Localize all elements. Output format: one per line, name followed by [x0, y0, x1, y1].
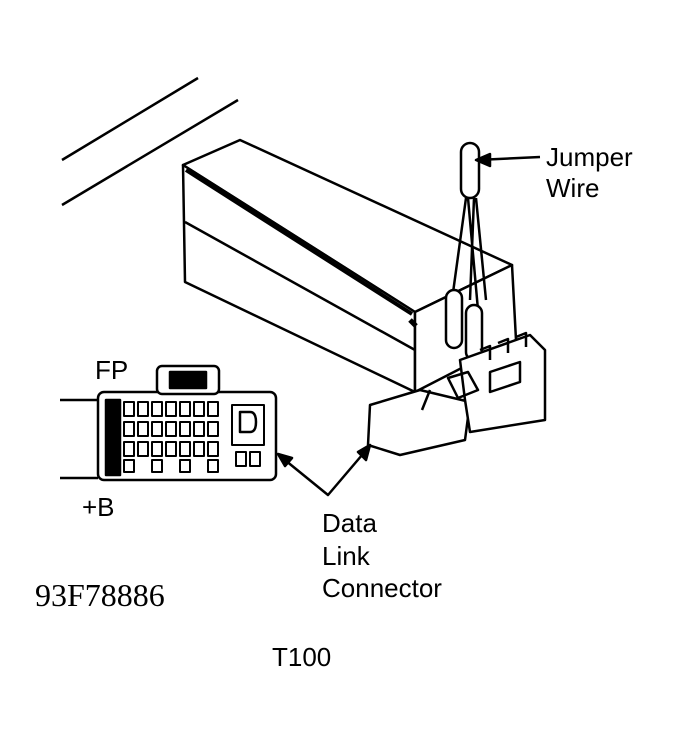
data-link-connector-label-line3: Connector — [322, 573, 442, 603]
data-link-connector-label-line1: Data — [322, 508, 377, 538]
connector-face-detail — [60, 364, 278, 482]
jumper-wire — [444, 141, 541, 362]
background-edge-lines — [61, 76, 239, 207]
data-link-connector — [366, 331, 547, 457]
jumper-wire-label-line2: Wire — [546, 173, 600, 203]
data-link-connector-label-line2: Link — [322, 541, 370, 571]
fp-terminal-label: FP — [95, 355, 129, 385]
jumper-wire-label-line1: Jumper — [546, 142, 633, 172]
figure-code: 93F78886 — [35, 577, 165, 613]
plus-b-terminal-label: +B — [82, 492, 115, 522]
model-label: T100 — [272, 642, 332, 672]
callout-arrow — [276, 443, 372, 497]
